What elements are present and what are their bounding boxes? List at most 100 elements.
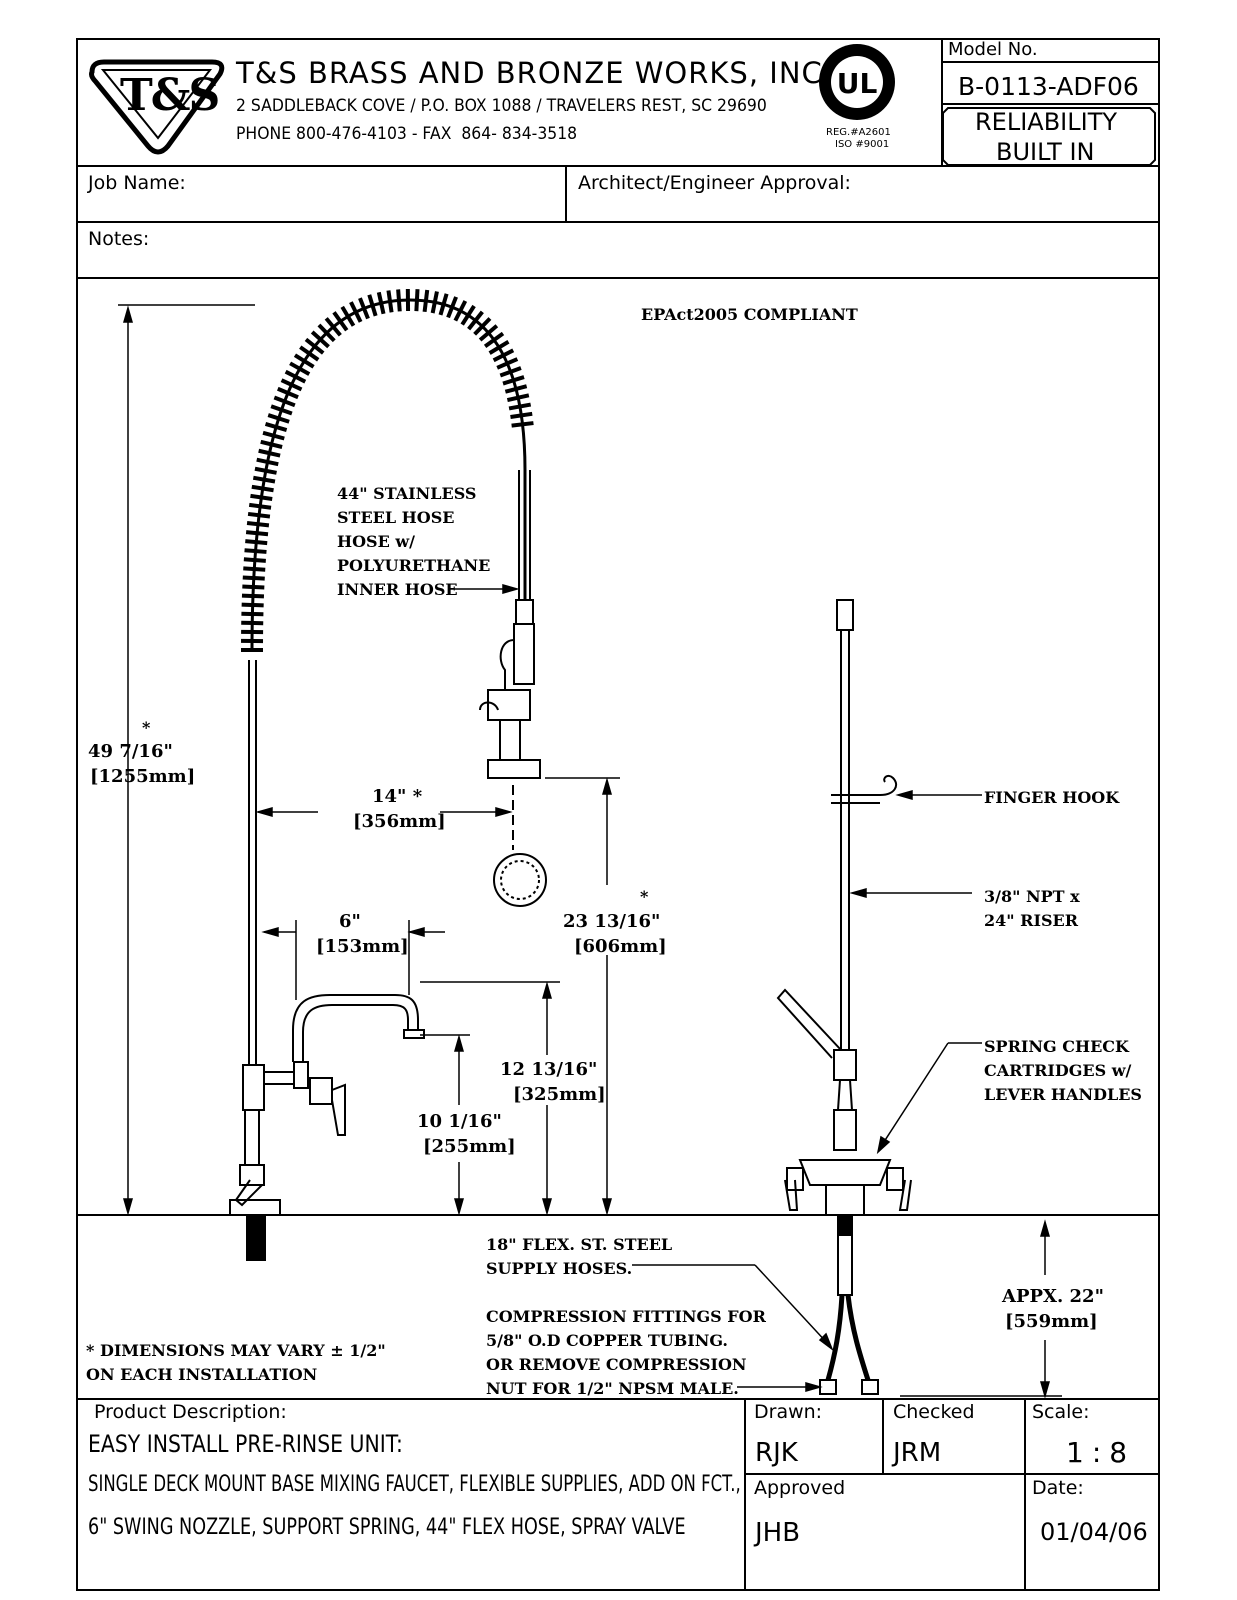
riser-callout: 3/8" NPT x 24" RISER xyxy=(984,887,1080,930)
spring-ring xyxy=(242,584,265,590)
scale-label: Scale: xyxy=(1032,1401,1090,1423)
product-title: EASY INSTALL PRE-RINSE UNIT: xyxy=(88,1430,403,1458)
product-description-label: Product Description: xyxy=(94,1401,287,1423)
logo-text: T&S xyxy=(120,70,220,121)
scale-value: 1:8 xyxy=(1066,1436,1136,1469)
spring-ring xyxy=(422,289,430,313)
spring-ring xyxy=(254,466,277,475)
date-value: 01/04/06 xyxy=(1040,1518,1148,1546)
overall-height-dim: 49 7/16" xyxy=(88,741,173,762)
spring-ring xyxy=(340,305,356,327)
spring-ring xyxy=(478,324,499,342)
drawn-value: RJK xyxy=(755,1438,798,1468)
finger-hook-callout: FINGER HOOK xyxy=(984,788,1120,807)
spring-ring xyxy=(304,337,325,355)
spring-ring xyxy=(241,593,265,599)
spring-ring xyxy=(244,548,267,554)
overall-height-star: * xyxy=(142,718,151,737)
spring-ring xyxy=(349,301,363,323)
nozzle-dim: 6" xyxy=(339,911,361,932)
reach-dim: 14" * xyxy=(372,786,423,807)
support-spring xyxy=(240,288,534,653)
approved-value: JHB xyxy=(755,1518,801,1548)
drawing-frame xyxy=(76,38,1160,1591)
spring-ring xyxy=(251,484,274,493)
spring-ring xyxy=(396,289,402,312)
drawn-label: Drawn: xyxy=(754,1401,823,1423)
spring-ring xyxy=(508,402,532,411)
spring-ring xyxy=(248,502,272,510)
faucet-side-view xyxy=(776,599,912,1395)
reach-mm: [356mm] xyxy=(353,811,446,832)
spring-ring xyxy=(273,395,296,408)
spring-ring xyxy=(488,340,510,355)
spring-ring xyxy=(438,293,449,316)
spout-clearance-dim: 10 1/16" xyxy=(417,1111,502,1132)
checked-value: JRM xyxy=(893,1438,942,1468)
iso-number: ISO #9001 xyxy=(835,139,890,150)
spring-ring xyxy=(511,421,534,428)
spring-ring xyxy=(317,323,336,343)
spring-ring xyxy=(247,511,271,519)
spring-ring xyxy=(414,289,420,312)
product-description-line-2: 6" SWING NOZZLE, SUPPORT SPRING, 44" FLE… xyxy=(88,1515,686,1540)
notes-label: Notes: xyxy=(88,228,150,250)
spring-ring xyxy=(243,566,266,572)
spout-clearance-mm: [255mm] xyxy=(423,1136,516,1157)
slogan-line-2: BUILT IN xyxy=(996,138,1095,166)
spring-ring xyxy=(386,290,394,313)
spray-height-mm: [606mm] xyxy=(574,936,667,957)
spring-ring xyxy=(252,475,276,484)
spring-ring xyxy=(502,375,525,386)
checked-label: Checked xyxy=(893,1401,975,1423)
spring-ring xyxy=(453,300,468,322)
spring-ring xyxy=(504,384,528,394)
spring-ring xyxy=(256,457,279,467)
spring-ring xyxy=(492,348,515,363)
spring-ring xyxy=(277,386,299,400)
spring-ring xyxy=(242,575,265,581)
spring-ring xyxy=(460,304,476,326)
spring-ring xyxy=(332,311,349,332)
spring-ring xyxy=(299,345,320,362)
spout-height-mm: [325mm] xyxy=(513,1084,606,1105)
ul-reg-number: REG.#A2601 xyxy=(826,127,891,138)
company-name: T&S BRASS AND BRONZE WORKS, INC. xyxy=(236,56,833,90)
job-name-label: Job Name: xyxy=(88,172,186,194)
product-description-line-1: SINGLE DECK MOUNT BASE MIXING FAUCET, FL… xyxy=(88,1472,741,1497)
spring-ring xyxy=(324,317,342,337)
spray-height-dim: 23 13/16" xyxy=(563,911,661,932)
spring-ring xyxy=(260,439,283,449)
company-address: 2 SADDLEBACK COVE / P.O. BOX 1088 / TRAV… xyxy=(236,96,767,116)
spring-ring xyxy=(280,378,303,392)
spring-ring xyxy=(241,602,264,608)
spring-ring xyxy=(245,539,268,546)
spring-ring xyxy=(446,296,458,319)
company-phone: PHONE 800-476-4103 - FAX 864- 834-3518 xyxy=(236,124,578,144)
spring-ring xyxy=(499,366,522,378)
spring-ring xyxy=(267,413,290,424)
supply-hoses-callout: 18" FLEX. ST. STEEL SUPPLY HOSES. xyxy=(486,1235,673,1278)
spring-ring xyxy=(243,557,266,563)
architect-approval-label: Architect/Engineer Approval: xyxy=(578,172,851,194)
approved-label: Approved xyxy=(754,1477,846,1499)
spring-ring xyxy=(473,317,492,336)
spring-ring xyxy=(250,493,273,501)
dimension-lines xyxy=(118,304,620,1216)
spring-ring xyxy=(241,611,264,617)
spring-ring xyxy=(310,330,330,349)
supply-length-mm: [559mm] xyxy=(1005,1311,1098,1332)
spring-ring xyxy=(367,294,378,317)
spring-ring xyxy=(506,393,530,402)
hose-callout: 44" STAINLESS STEEL HOSE HOSE w/ POLYURE… xyxy=(337,484,491,599)
dimension-tolerance-note: * DIMENSIONS MAY VARY ± 1/2" ON EACH INS… xyxy=(86,1341,386,1384)
spring-ring xyxy=(358,297,370,320)
spring-ring xyxy=(264,421,288,432)
spring-ring xyxy=(483,331,505,348)
date-label: Date: xyxy=(1032,1477,1084,1499)
spout-height-dim: 12 13/16" xyxy=(500,1059,598,1080)
spring-ring xyxy=(258,448,281,458)
fittings-callout: COMPRESSION FITTINGS FOR 5/8" O.D COPPER… xyxy=(486,1307,766,1398)
spring-ring xyxy=(289,361,311,376)
ts-logo-icon xyxy=(89,59,225,155)
